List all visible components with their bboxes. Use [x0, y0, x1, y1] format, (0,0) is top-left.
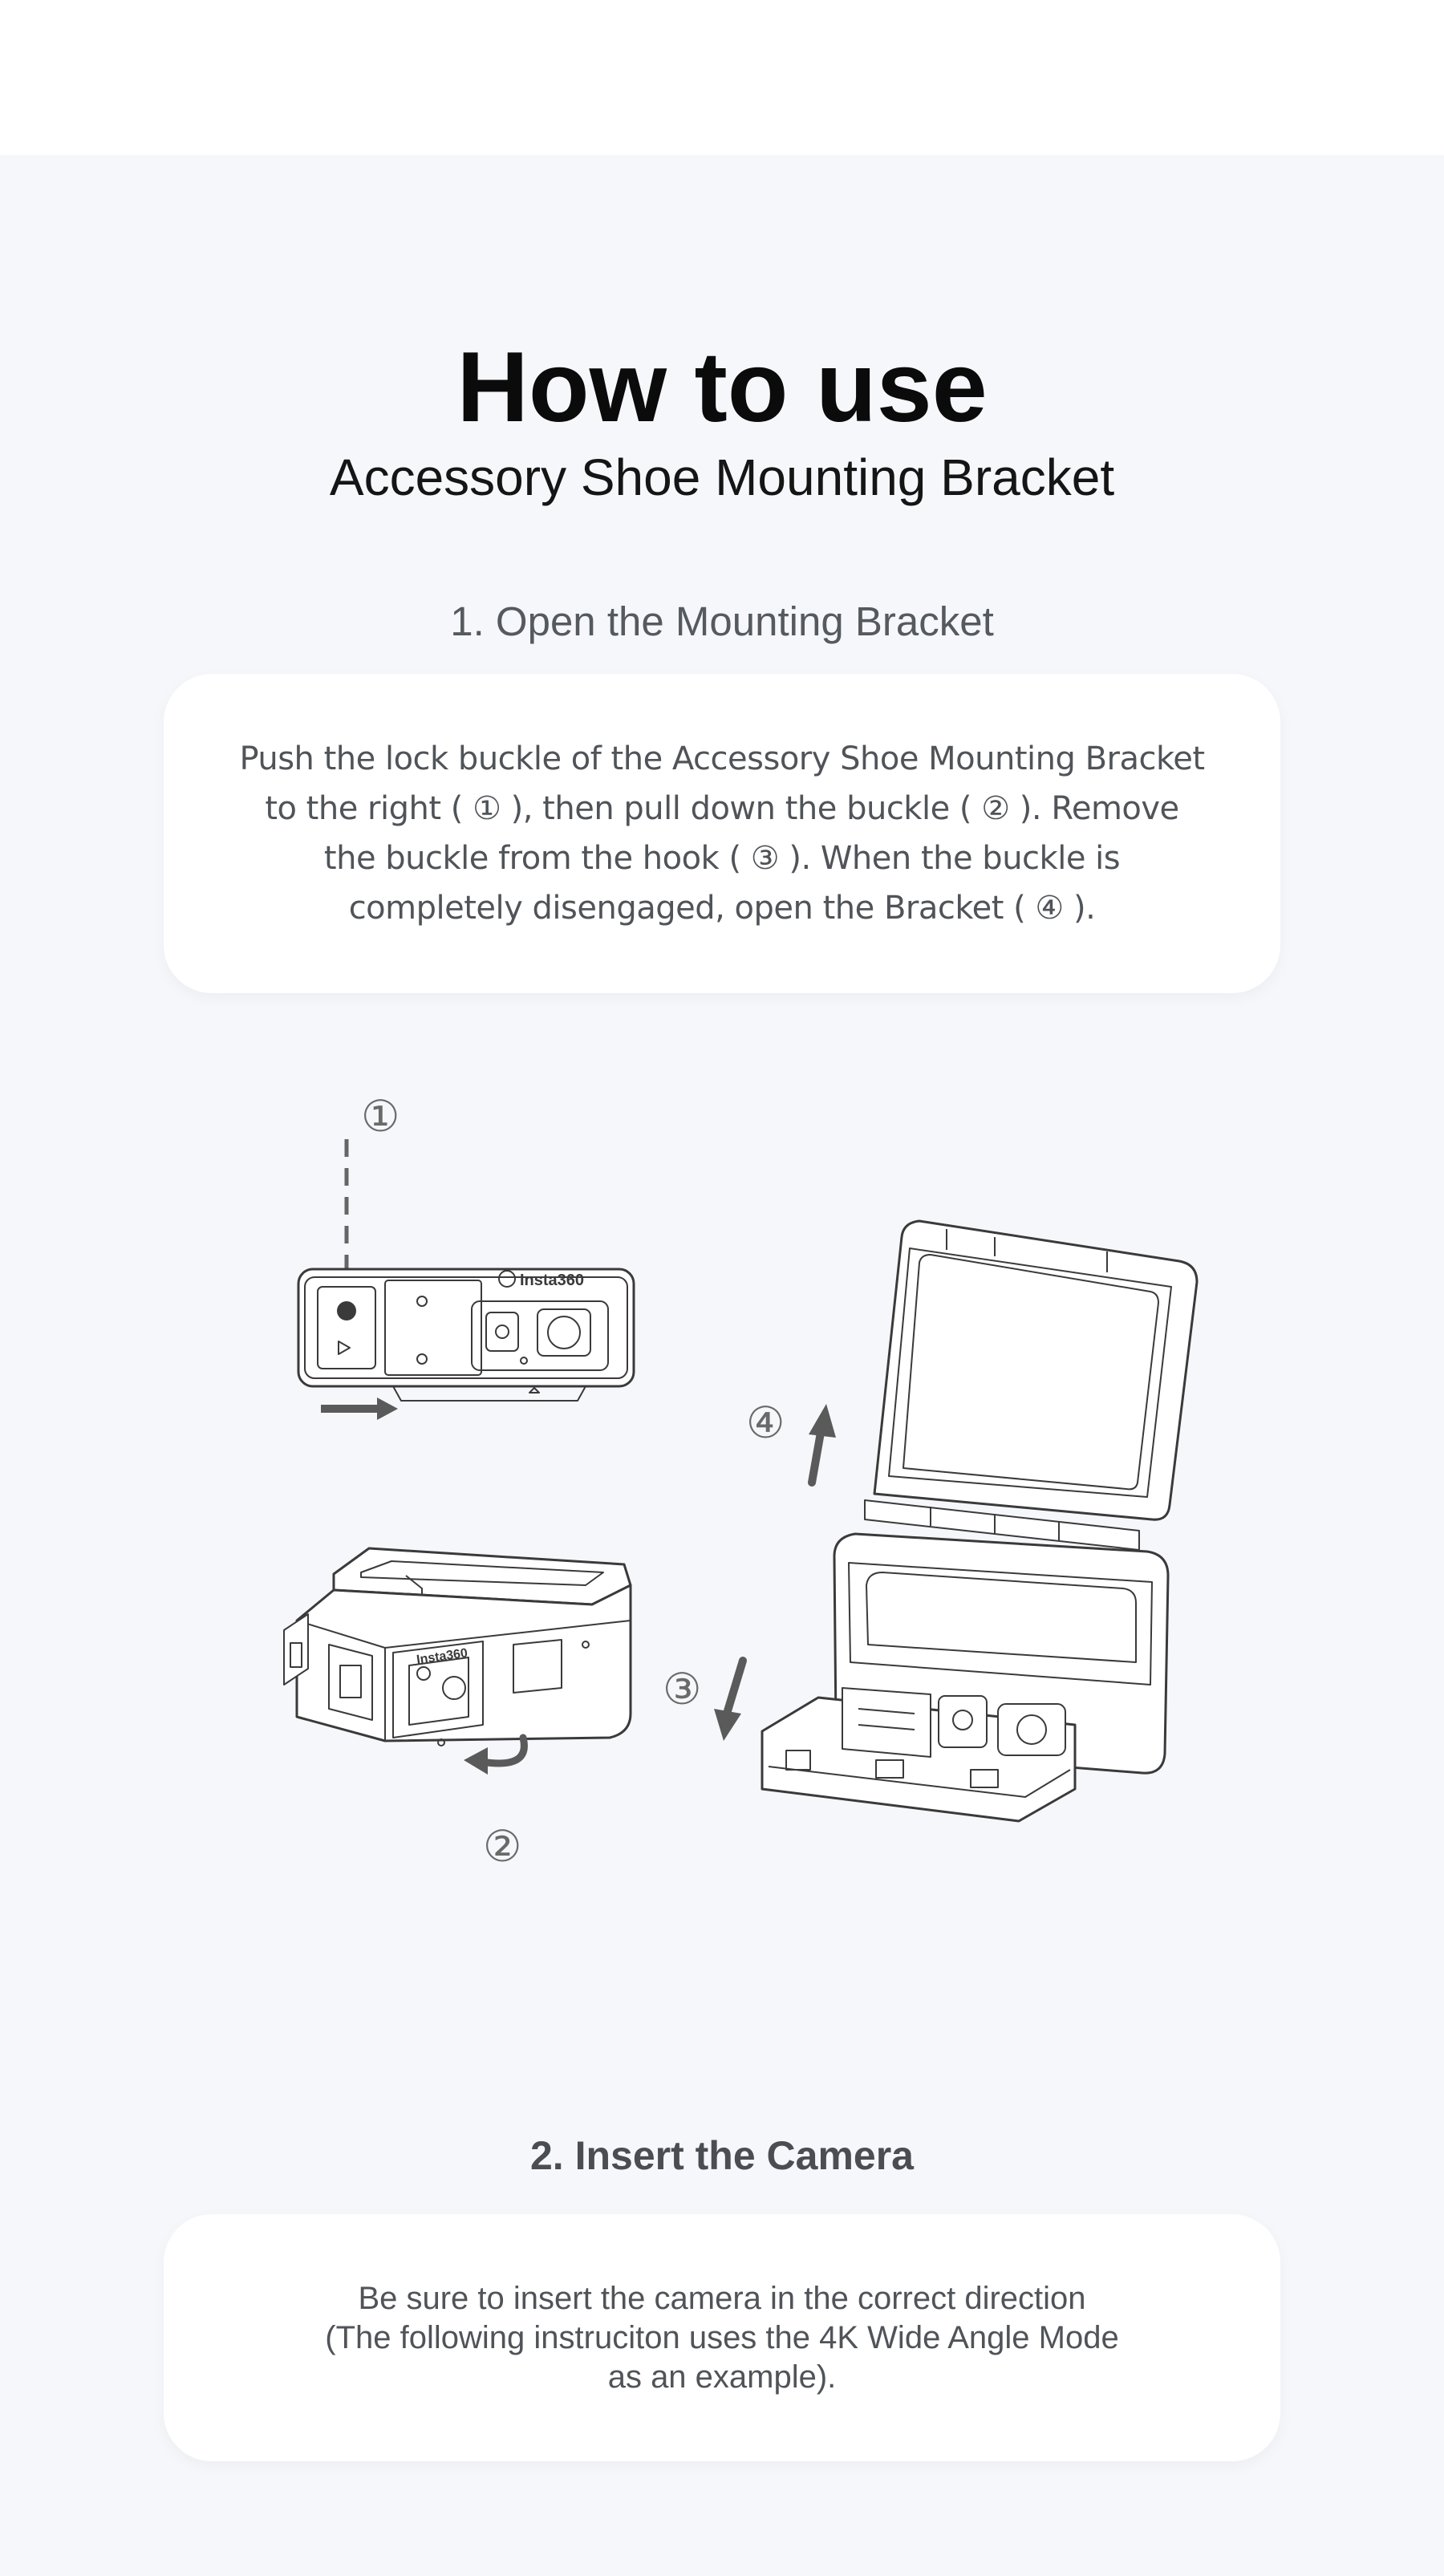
released-buckle: [761, 1696, 1077, 1823]
lock-buckle-dot: [337, 1301, 356, 1320]
step1-description: Push the lock buckle of the Accessory Sh…: [239, 740, 1205, 927]
bracket-lid: [873, 1219, 1199, 1521]
step1-illustration-svg: ① Insta360: [283, 1091, 1199, 1872]
page-subtitle: Accessory Shoe Mounting Bracket: [329, 448, 1115, 506]
pull-down-arrow: [464, 1734, 528, 1775]
power-button-icon-2: [938, 1695, 988, 1748]
lock-buckle: [317, 1286, 376, 1369]
step1-card: Push the lock buckle of the Accessory Sh…: [164, 674, 1280, 993]
bracket-opened-view: ④ ③: [663, 1219, 1199, 1823]
buckle-hook: [842, 1687, 931, 1758]
release-down-arrow: [714, 1657, 747, 1741]
page-background: [0, 155, 1444, 2576]
marker-3: ③: [663, 1664, 701, 1714]
step2-heading: 2. Insert the Camera: [530, 2133, 914, 2178]
screen-window-2: [997, 1703, 1066, 1756]
push-right-arrow: [321, 1398, 398, 1420]
brand-logo-text: Insta360: [520, 1272, 584, 1289]
marker-1: ①: [361, 1091, 400, 1142]
top-band: [0, 0, 1444, 155]
page-title: How to use: [456, 332, 988, 443]
power-button-icon: [485, 1312, 519, 1352]
brand-logo-icon: [498, 1270, 516, 1288]
marker-4: ④: [746, 1398, 785, 1448]
play-glyph-icon: [338, 1341, 351, 1355]
bracket-angled-body: [295, 1584, 632, 1742]
step2-card: Be sure to insert the camera in the corr…: [164, 2214, 1280, 2461]
step1-illustration: ① Insta360: [273, 1091, 1235, 1901]
bracket-front-view: ① Insta360: [297, 1091, 635, 1420]
screen-window: [537, 1308, 591, 1357]
open-up-arrow: [808, 1404, 836, 1487]
step2-description: Be sure to insert the camera in the corr…: [325, 2280, 1119, 2395]
step1-heading: 1. Open the Mounting Bracket: [450, 598, 994, 644]
marker-2: ②: [483, 1821, 521, 1872]
pulled-buckle: [328, 1644, 373, 1721]
bracket-angled-view: Insta360 ②: [283, 1547, 632, 1872]
